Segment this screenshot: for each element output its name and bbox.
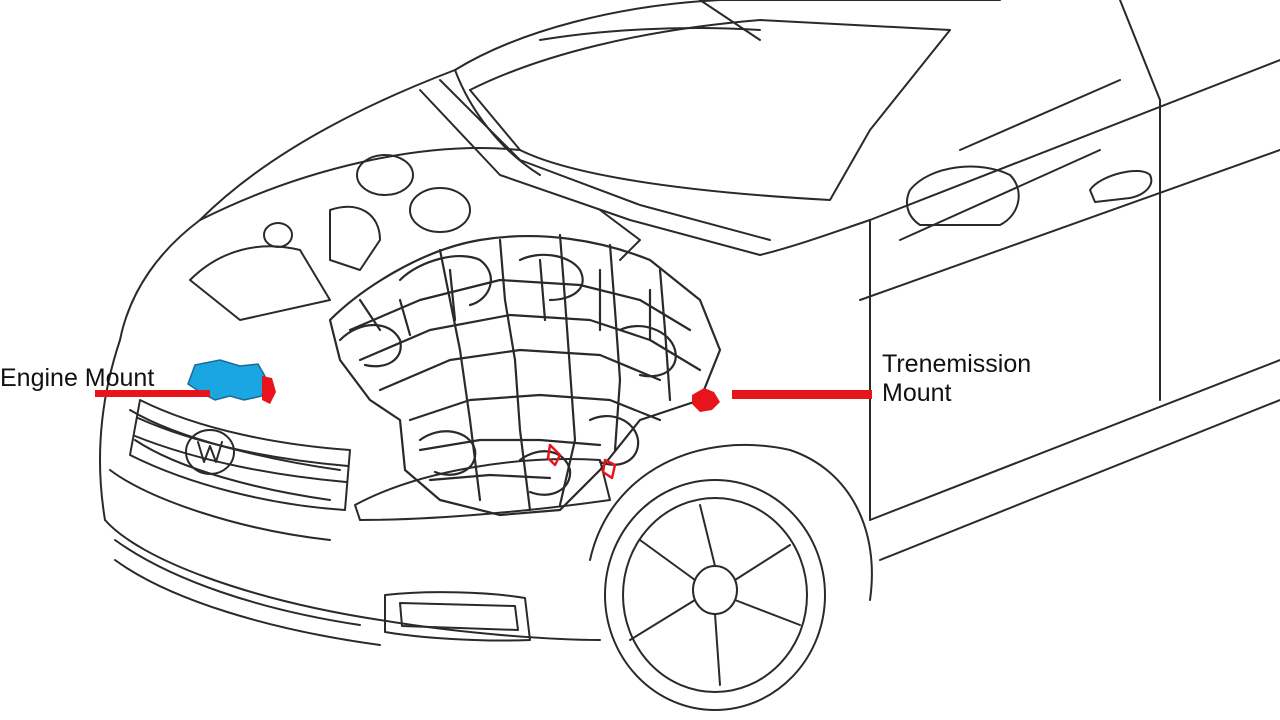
engine-mount-leader-line [95, 390, 210, 397]
side-mirror [906, 165, 1020, 226]
transmission-mount-label-line2: Mount [882, 379, 952, 407]
fog-light [384, 591, 531, 642]
engine-block [328, 233, 722, 517]
hood [199, 69, 771, 256]
door-handle [1089, 170, 1153, 203]
windshield [454, 0, 1001, 201]
transmission-mount-label-line1: Trenemission [882, 350, 1032, 378]
front-wheel [589, 443, 873, 711]
engine-mount-marker [262, 376, 276, 404]
body-side [99, 0, 1280, 561]
engine-red-spots [546, 443, 617, 480]
transmission-mount-marker [692, 388, 720, 412]
engine-mount-label: Engine Mount [0, 364, 155, 392]
transmission-mount-leader-line [732, 390, 872, 399]
engine-bay [189, 154, 641, 321]
grille [129, 399, 351, 511]
front-bumper [104, 409, 601, 646]
transmission-mount-label: Trenemission Mount [882, 350, 1031, 408]
headlight [354, 458, 611, 521]
